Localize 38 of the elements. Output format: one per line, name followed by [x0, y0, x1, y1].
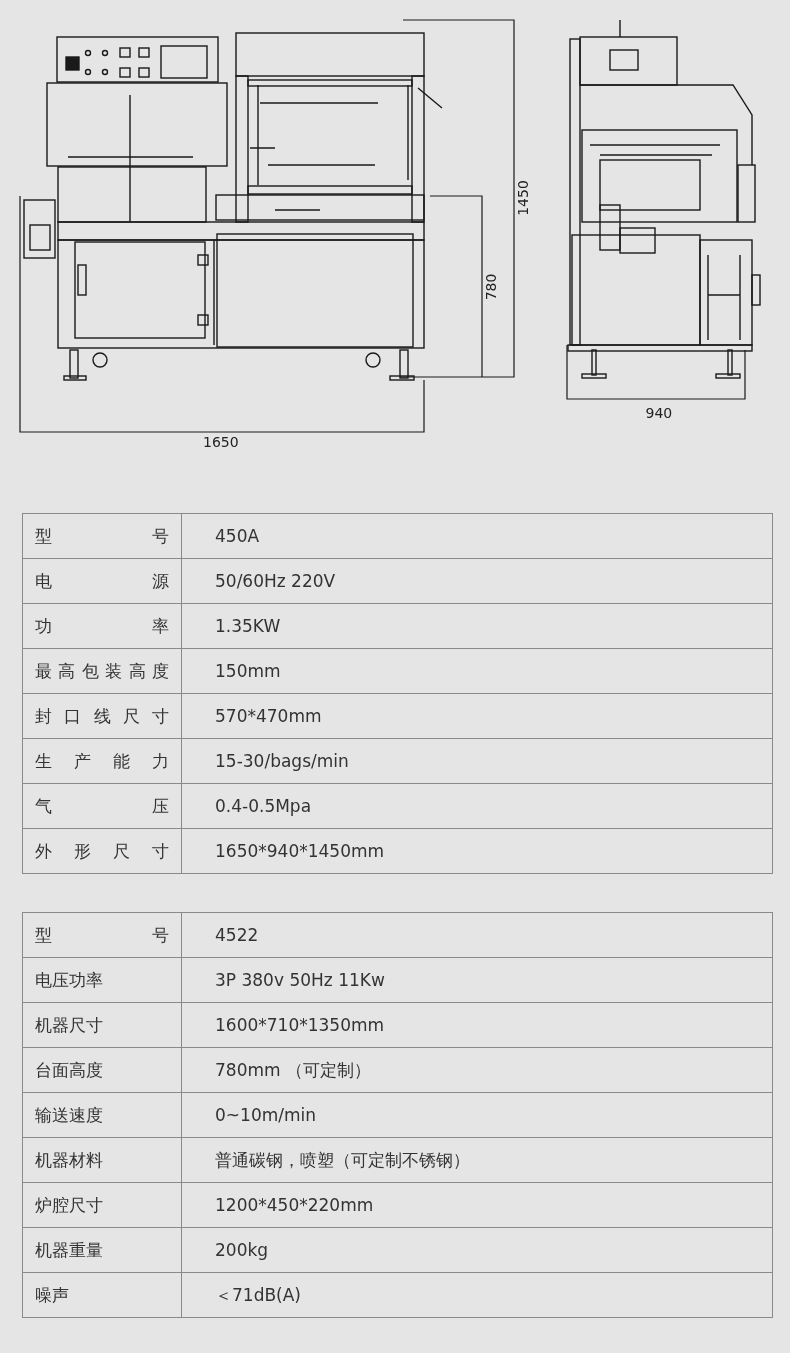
spec-value: 780mm （可定制）: [215, 1058, 371, 1082]
spec-name: 台面高度: [35, 1058, 103, 1082]
dimension-label: 1450: [515, 180, 530, 216]
spec-name: 型号: [35, 923, 169, 947]
spec-value: ＜71dB(A): [215, 1283, 301, 1307]
spec-value: 普通碳钢，喷塑（可定制不锈钢）: [215, 1148, 470, 1172]
spec-value: 1600*710*1350mm: [215, 1015, 385, 1035]
spec-name: 机器尺寸: [35, 1013, 103, 1037]
spec-value: 570*470mm: [215, 706, 322, 726]
spec-value: 1650*940*1450mm: [215, 841, 385, 861]
spec-value: 4522: [215, 925, 259, 945]
spec-name: 炉腔尺寸: [35, 1193, 103, 1217]
spec-value: 1.35KW: [215, 616, 281, 636]
spec-value: 1200*450*220mm: [215, 1195, 374, 1215]
spec-name: 最高包装高度: [35, 659, 169, 683]
spec-value: 150mm: [215, 661, 281, 681]
spec-name: 电压功率: [35, 968, 103, 992]
spec-value: 200kg: [215, 1240, 269, 1260]
spec-name: 功率: [35, 614, 169, 638]
spec-name: 电源: [35, 569, 169, 593]
spec-name: 生产能力: [35, 749, 169, 773]
spec-value: 0~10m/min: [215, 1105, 317, 1125]
spec-name: 输送速度: [35, 1103, 103, 1127]
spec-name: 封口线尺寸: [35, 704, 169, 728]
spec-name: 噪声: [35, 1283, 69, 1307]
dimension-label: 940: [645, 406, 673, 420]
spec-value: 450A: [215, 526, 260, 546]
dimension-label: 1650: [203, 435, 239, 449]
spec-name: 机器重量: [35, 1238, 103, 1262]
spec-value: 15-30/bags/min: [215, 751, 349, 771]
dimension-label: 780: [483, 273, 498, 301]
spec-value: 50/60Hz 220V: [215, 571, 336, 591]
spec-name: 气压: [35, 794, 169, 818]
spec-name: 外形尺寸: [35, 839, 169, 863]
spec-value: 3P 380v 50Hz 11Kw: [215, 970, 385, 990]
spec-name: 型号: [35, 524, 169, 548]
spec-value: 0.4-0.5Mpa: [215, 796, 312, 816]
spec-name: 机器材料: [35, 1148, 103, 1172]
